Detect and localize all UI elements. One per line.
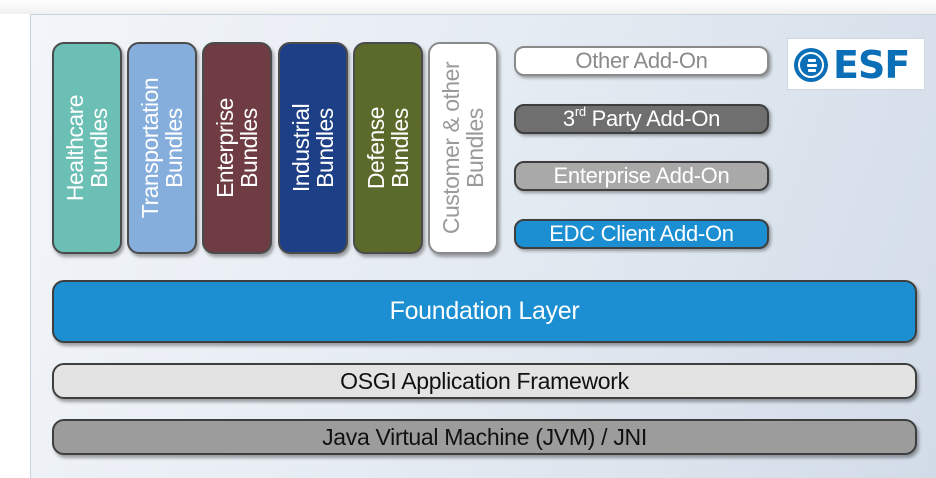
bundle-customer-line2: Bundles xyxy=(462,108,488,188)
addon-3rd-party-label: 3rd Party Add-On xyxy=(562,103,721,131)
osgi-layer: OSGI Application Framework xyxy=(52,363,917,399)
bundle-enterprise-label: Enterprise Bundles xyxy=(212,45,262,251)
bundle-industrial-line2: Bundles xyxy=(312,108,338,188)
bundle-transportation-line1: Transportation xyxy=(137,77,163,219)
bundle-healthcare-line1: Healthcare xyxy=(62,94,88,202)
bundle-healthcare-label: Healthcare Bundles xyxy=(62,45,112,251)
bundle-enterprise-line1: Enterprise xyxy=(212,98,238,198)
bundle-transportation-line2: Bundles xyxy=(161,108,187,188)
bundle-industrial: Industrial Bundles xyxy=(278,42,348,254)
foundation-layer: Foundation Layer xyxy=(52,280,917,343)
jvm-layer: Java Virtual Machine (JVM) / JNI xyxy=(52,419,917,455)
bundle-customer-line1: Customer & other xyxy=(438,61,464,235)
bundle-defense-line1: Defense xyxy=(363,106,389,190)
osgi-layer-label: OSGI Application Framework xyxy=(340,368,629,394)
bundle-defense-line2: Bundles xyxy=(387,108,413,188)
bundle-defense-label: Defense Bundles xyxy=(363,45,413,251)
addon-other: Other Add-On xyxy=(514,46,769,76)
addon-edc-client-label: EDC Client Add-On xyxy=(549,221,734,246)
bundle-industrial-line1: Industrial xyxy=(288,103,314,193)
bundle-transportation: Transportation Bundles xyxy=(127,42,197,254)
jvm-layer-label: Java Virtual Machine (JVM) / JNI xyxy=(322,424,647,450)
bundle-transportation-label: Transportation Bundles xyxy=(137,45,187,251)
foundation-layer-label: Foundation Layer xyxy=(389,297,580,325)
addon-other-label: Other Add-On xyxy=(575,48,708,73)
bundle-customer-label: Customer & other Bundles xyxy=(438,45,488,251)
bundle-healthcare-line2: Bundles xyxy=(86,108,112,188)
addon-enterprise-label: Enterprise Add-On xyxy=(553,163,730,188)
bundle-enterprise: Enterprise Bundles xyxy=(202,42,272,254)
esf-logo-icon xyxy=(794,48,828,82)
bundle-defense: Defense Bundles xyxy=(353,42,423,254)
bundle-enterprise-line2: Bundles xyxy=(236,108,262,188)
top-edge xyxy=(0,0,936,14)
bundle-industrial-label: Industrial Bundles xyxy=(288,45,338,251)
addon-edc-client: EDC Client Add-On xyxy=(514,219,769,249)
esf-logo-text: ESF xyxy=(833,43,910,87)
esf-logo: ESF xyxy=(787,38,925,90)
bundle-healthcare: Healthcare Bundles xyxy=(52,42,122,254)
bundle-customer: Customer & other Bundles xyxy=(428,42,498,254)
addon-3rd-party: 3rd Party Add-On xyxy=(514,104,769,134)
addon-enterprise: Enterprise Add-On xyxy=(514,161,769,191)
